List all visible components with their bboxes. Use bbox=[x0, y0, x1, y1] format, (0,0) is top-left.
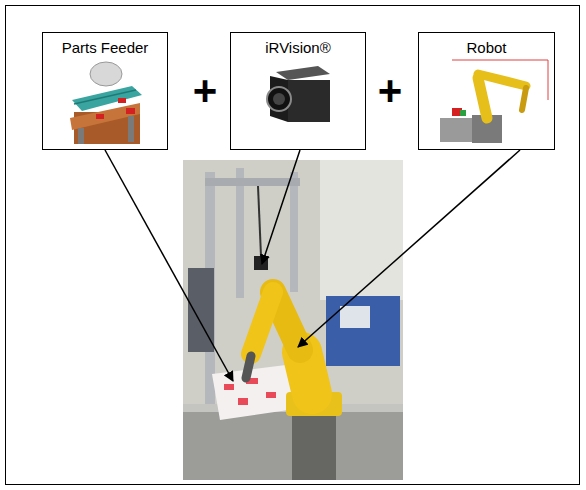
feeder-part bbox=[96, 114, 104, 119]
plus-sign: + bbox=[185, 70, 225, 112]
robot-gripper bbox=[246, 356, 251, 378]
robot-icon bbox=[440, 60, 548, 143]
robot-lower-arm bbox=[478, 78, 487, 118]
photo-camera bbox=[254, 256, 268, 270]
frame-line bbox=[452, 60, 548, 61]
robot-pedestal bbox=[292, 412, 336, 480]
panel-window bbox=[340, 306, 370, 328]
camera-glass bbox=[273, 93, 285, 105]
feeder-hopper bbox=[90, 62, 122, 86]
parts-feeder-icon bbox=[70, 62, 142, 144]
frame-post bbox=[236, 168, 244, 298]
component-box: iRVision® bbox=[230, 32, 366, 150]
cell-photo bbox=[183, 160, 403, 480]
frame-post bbox=[290, 172, 298, 292]
component-title: Parts Feeder bbox=[43, 39, 167, 56]
bench bbox=[183, 408, 403, 480]
camera-icon bbox=[267, 66, 330, 122]
conveyor-rail bbox=[74, 90, 136, 104]
photo-background bbox=[183, 160, 403, 480]
part-block bbox=[460, 110, 466, 116]
camera-side bbox=[288, 80, 330, 122]
plus-sign: + bbox=[370, 70, 410, 112]
pointer-arrow bbox=[262, 150, 300, 264]
robot-wrist bbox=[522, 88, 526, 110]
blue-panel bbox=[326, 296, 400, 366]
feeder-conveyor bbox=[72, 86, 142, 111]
lit-part bbox=[238, 398, 248, 405]
feeder-part bbox=[126, 108, 135, 114]
component-box: Robot bbox=[418, 32, 555, 150]
photo-wall bbox=[320, 160, 403, 300]
robot-upper-arm bbox=[478, 74, 526, 86]
lit-part bbox=[224, 384, 234, 390]
camera-top bbox=[276, 66, 330, 80]
pointer-arrow bbox=[105, 150, 233, 381]
lit-part bbox=[266, 392, 276, 398]
frame-beam bbox=[205, 178, 300, 186]
component-title: iRVision® bbox=[231, 39, 365, 56]
pointer-arrow bbox=[298, 150, 520, 347]
robot-photo-upper-arm bbox=[251, 292, 273, 354]
camera-cable bbox=[258, 186, 261, 256]
feeder-leg bbox=[128, 116, 134, 142]
camera-lens bbox=[267, 87, 291, 111]
component-box: Parts Feeder bbox=[42, 32, 168, 150]
frame-line bbox=[548, 60, 549, 100]
component-title: Robot bbox=[419, 39, 554, 56]
feeder-part bbox=[118, 98, 126, 103]
outer-frame bbox=[6, 6, 580, 485]
feeder-leg bbox=[78, 128, 84, 144]
